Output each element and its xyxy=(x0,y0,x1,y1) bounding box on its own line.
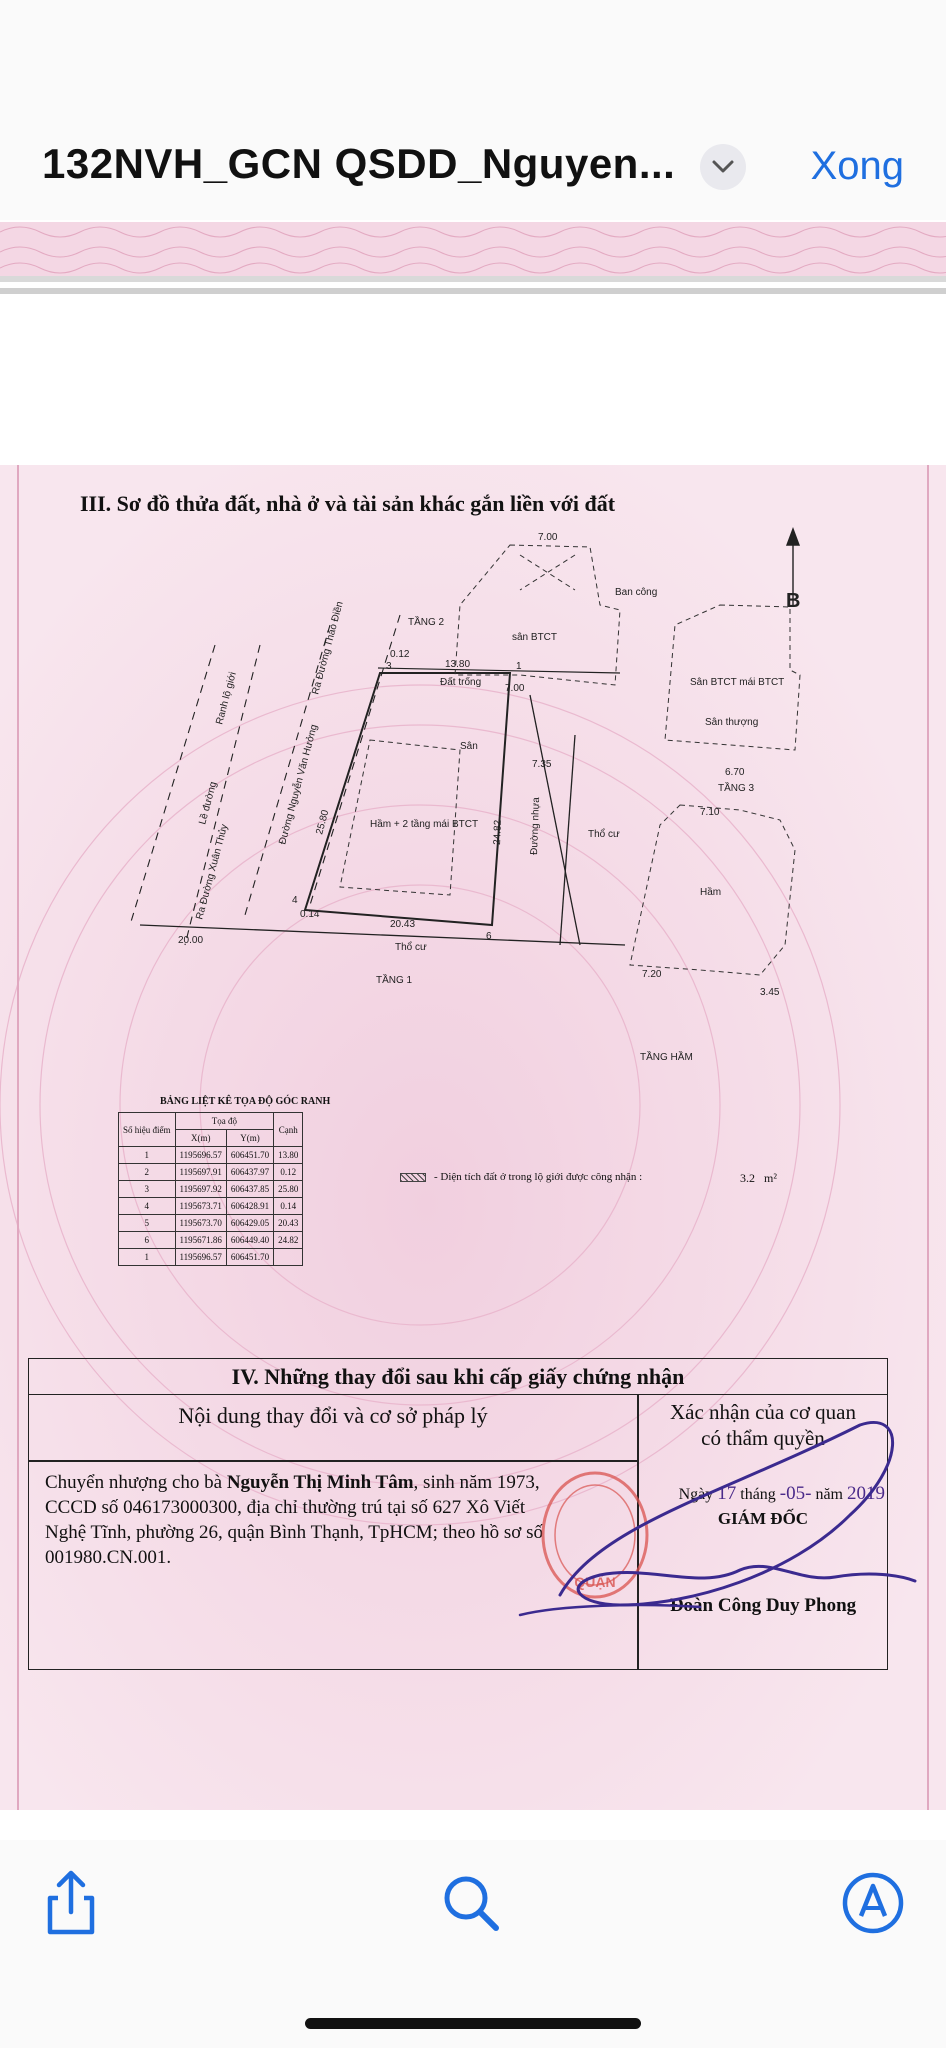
label-ban-cong: Ban công xyxy=(615,587,657,598)
point-1: 1 xyxy=(516,661,522,672)
label-dat-trong: Đất trống xyxy=(440,676,481,688)
coord-table-caption: BẢNG LIỆT KÊ TỌA ĐỘ GÓC RANH xyxy=(160,1096,331,1107)
dim-13-80: 13.80 xyxy=(445,659,470,670)
dim-6-70: 6.70 xyxy=(725,767,745,778)
label-ham-basement: Hầm xyxy=(700,886,721,898)
label-san-thuong: Sân thượng xyxy=(705,717,758,728)
signer-name: Đoàn Công Duy Phong xyxy=(669,1595,857,1616)
lot-boundary xyxy=(303,672,512,927)
floor2-label: TẦNG 2 xyxy=(408,615,445,628)
column-header-changes: Nội dung thay đổi và cơ sở pháp lý xyxy=(178,1403,488,1428)
label-tho-cu-1: Thổ cư xyxy=(588,828,620,840)
confirmation-line-1: Xác nhận của cơ quan xyxy=(669,1400,857,1424)
previous-page-pattern xyxy=(0,222,946,276)
point-3: 3 xyxy=(386,661,392,672)
director-title: GIÁM ĐỐC xyxy=(717,1509,809,1528)
dim-0-12: 0.12 xyxy=(390,649,410,660)
land-plot-diagram: B xyxy=(129,527,801,1063)
section-iii-title: III. Sơ đồ thửa đất, nhà ở và tài sản kh… xyxy=(80,491,616,516)
label-mai-btct: Sân BTCT mái BTCT xyxy=(690,677,784,688)
area-unit: m² xyxy=(764,1171,777,1185)
dim-0-14: 0.14 xyxy=(300,909,320,920)
dim-7-20: 7.20 xyxy=(642,969,662,980)
hatch-legend-swatch xyxy=(400,1172,426,1182)
column-divider xyxy=(637,1395,639,1669)
dim-20-00: 20.00 xyxy=(178,935,203,946)
handwritten-signature xyxy=(518,1421,917,1617)
column-header-confirmation: Xác nhận của cơ quan có thẩm quyền xyxy=(641,1399,885,1451)
page-separator xyxy=(0,288,946,348)
coord-header-edge: Cạnh xyxy=(273,1112,304,1147)
home-indicator[interactable] xyxy=(305,2018,641,2029)
dim-20-43: 20.43 xyxy=(390,919,415,930)
floor3-label: TẦNG 3 xyxy=(718,781,755,794)
area-note: - Diện tích đất ở trong lộ giới được côn… xyxy=(400,1171,642,1183)
confirmation-line-2: có thẩm quyền xyxy=(701,1426,825,1450)
change-line-2: CCCD số 046173000300, địa chỉ thường trú… xyxy=(45,1497,526,1518)
area-note-text: - Diện tích đất ở trong lộ giới được côn… xyxy=(434,1171,643,1183)
done-button[interactable]: Xong xyxy=(810,144,904,188)
bottom-toolbar xyxy=(0,1840,946,2048)
stamp-text: QUẬN xyxy=(574,1573,615,1590)
document-page[interactable]: III. Sơ đồ thửa đất, nhà ở và tài sản kh… xyxy=(0,465,946,1810)
handwritten-month: -05- xyxy=(779,1483,812,1504)
previous-page-edge[interactable] xyxy=(0,222,946,282)
label-san: Sân xyxy=(460,741,478,752)
change-line-4: 001980.CN.001. xyxy=(45,1547,172,1568)
share-icon xyxy=(47,1870,95,1935)
change-line-1: Chuyển nhượng cho bà Nguyễn Thị Minh Tâm… xyxy=(45,1472,540,1493)
floor1-label: TẦNG 1 xyxy=(376,973,413,986)
header-divider xyxy=(29,1460,637,1462)
dim-7-10: 7.10 xyxy=(700,807,720,818)
point-6: 6 xyxy=(486,931,492,942)
change-line-3: Nghệ Tĩnh, phường 26, quận Bình Thạnh, T… xyxy=(45,1522,543,1543)
search-icon xyxy=(444,1876,499,1931)
dim-3-45: 3.45 xyxy=(760,987,780,998)
dim-7-35: 7.35 xyxy=(532,759,552,770)
transferee-name: Nguyễn Thị Minh Tâm xyxy=(226,1472,414,1493)
dim-7-00: 7.00 xyxy=(538,532,558,543)
markup-icon xyxy=(842,1872,904,1934)
label-ham: Hầm + 2 tầng mái BTCT xyxy=(370,818,478,830)
point-4: 4 xyxy=(292,895,298,906)
area-number: 3.2 xyxy=(740,1171,755,1185)
label-tho-cu-2: Thổ cư xyxy=(395,941,427,953)
road-label-duong-nhua: Đường nhựa xyxy=(529,797,542,856)
viewer-top-bar: 132NVH_GCN QSDD_Nguyen... Xong xyxy=(0,0,946,220)
document-title[interactable]: 132NVH_GCN QSDD_Nguyen... xyxy=(42,140,676,187)
title-menu-button[interactable] xyxy=(700,144,746,190)
north-label: B xyxy=(786,590,800,612)
search-button[interactable] xyxy=(436,1868,506,1938)
markup-button[interactable] xyxy=(838,1868,908,1938)
basement-label: TẦNG HẦM xyxy=(640,1050,693,1063)
dim-7-00-b: 7.00 xyxy=(505,683,525,694)
share-button[interactable] xyxy=(36,1868,106,1938)
section-iv-title: IV. Những thay đổi sau khi cấp giấy chứn… xyxy=(29,1359,887,1395)
dim-24-82: 24.82 xyxy=(492,819,504,845)
official-stamp: QUẬN xyxy=(541,1471,649,1599)
area-value: 3.2 m² xyxy=(740,1171,777,1186)
section-iv-table: IV. Những thay đổi sau khi cấp giấy chứn… xyxy=(28,1358,888,1670)
change-description: Chuyển nhượng cho bà Nguyễn Thị Minh Tâm… xyxy=(45,1470,635,1570)
label-san-btct: sân BTCT xyxy=(512,632,557,643)
chevron-down-icon xyxy=(712,160,734,173)
